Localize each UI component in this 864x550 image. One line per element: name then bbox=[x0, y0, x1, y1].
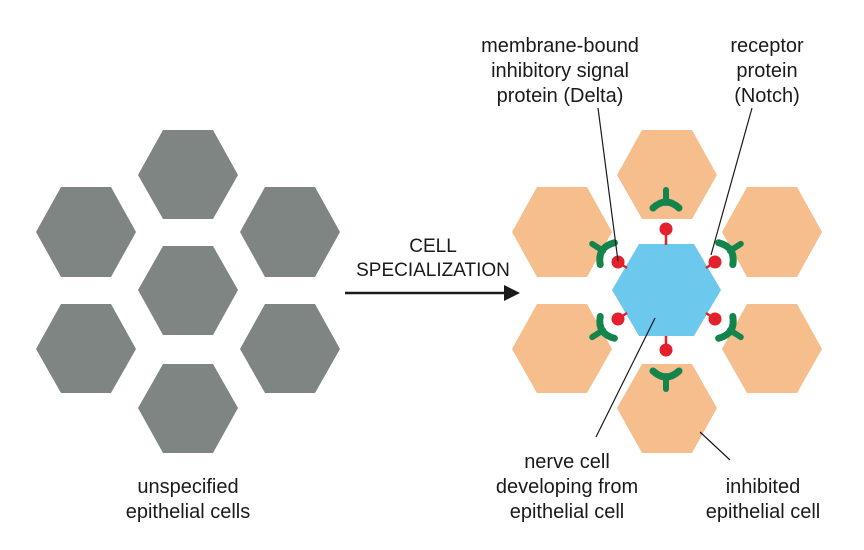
arrow-label-line-2: SPECIALIZATION bbox=[356, 260, 510, 281]
delta-signals bbox=[611, 222, 722, 357]
unspecified-cell-center bbox=[138, 246, 238, 335]
inhibited-cell-top bbox=[617, 130, 717, 219]
delta-signal-icon bbox=[705, 311, 722, 326]
unspecified-cell-upper-left bbox=[36, 187, 136, 277]
nerve-leader-line bbox=[595, 317, 656, 438]
leader-lines bbox=[595, 107, 753, 461]
inhibited-label-line-2: epithelial cell bbox=[706, 501, 821, 523]
unspecified-cell-lower-right bbox=[240, 304, 340, 393]
nerve-label-line-3: epithelial cell bbox=[510, 501, 625, 523]
green-y-shaped-receptor-icon bbox=[715, 239, 744, 269]
notch-label: receptor protein (Notch) bbox=[730, 35, 804, 107]
unspecified-cell-upper-right bbox=[240, 187, 340, 277]
unspecified-cell-top bbox=[138, 130, 238, 219]
green-y-shaped-receptor-icon bbox=[589, 312, 618, 342]
delta-signal-icon bbox=[659, 222, 673, 245]
inhibited-cell-cluster bbox=[512, 130, 822, 453]
delta-signal-icon bbox=[705, 255, 722, 270]
inhibited-cell-upper-right bbox=[722, 187, 822, 277]
unspecified-label-line-2: epithelial cells bbox=[126, 501, 251, 523]
unspecified-cell-bottom bbox=[138, 364, 238, 453]
arrow-label-line-1: CELL bbox=[409, 236, 457, 257]
unspecified-cell-lower-left bbox=[36, 304, 136, 393]
inhibited-cell-bottom bbox=[617, 364, 717, 453]
delta-label-line-3: protein (Delta) bbox=[497, 85, 624, 107]
nerve-cell bbox=[612, 244, 721, 336]
inhibited-label: inhibited epithelial cell bbox=[706, 476, 821, 523]
green-y-shaped-receptor-icon bbox=[649, 367, 683, 392]
notch-label-line-1: receptor bbox=[730, 35, 804, 57]
notch-receptors bbox=[589, 187, 744, 392]
inhibited-leader-line bbox=[699, 431, 731, 461]
delta-signal-icon bbox=[611, 255, 628, 270]
notch-label-line-2: protein bbox=[736, 60, 797, 82]
nerve-label-line-2: developing from bbox=[496, 476, 638, 498]
delta-signal-icon bbox=[611, 311, 628, 326]
notch-leader-line bbox=[710, 107, 753, 256]
inhibited-cell-upper-left bbox=[512, 187, 612, 277]
inhibited-cell-lower-left bbox=[512, 304, 612, 393]
right-arrow-icon bbox=[345, 285, 520, 301]
notch-label-line-3: (Notch) bbox=[734, 85, 800, 107]
inhibited-cell-lower-right bbox=[722, 304, 822, 393]
delta-leader-line bbox=[597, 107, 619, 262]
unspecified-label: unspecified epithelial cells bbox=[126, 476, 251, 523]
unspecified-label-line-1: unspecified bbox=[137, 476, 238, 498]
inhibited-label-line-1: inhibited bbox=[726, 476, 801, 498]
green-y-shaped-receptor-icon bbox=[589, 239, 618, 269]
nerve-label-line-1: nerve cell bbox=[524, 451, 610, 473]
delta-label-line-2: inhibitory signal bbox=[491, 60, 629, 82]
delta-label: membrane-bound inhibitory signal protein… bbox=[481, 35, 639, 107]
nerve-label: nerve cell developing from epithelial ce… bbox=[496, 451, 638, 523]
unspecified-cell-cluster bbox=[36, 130, 340, 453]
green-y-shaped-receptor-icon bbox=[649, 187, 683, 212]
delta-signal-icon bbox=[659, 336, 673, 357]
delta-label-line-1: membrane-bound bbox=[481, 35, 639, 57]
green-y-shaped-receptor-icon bbox=[715, 312, 744, 342]
